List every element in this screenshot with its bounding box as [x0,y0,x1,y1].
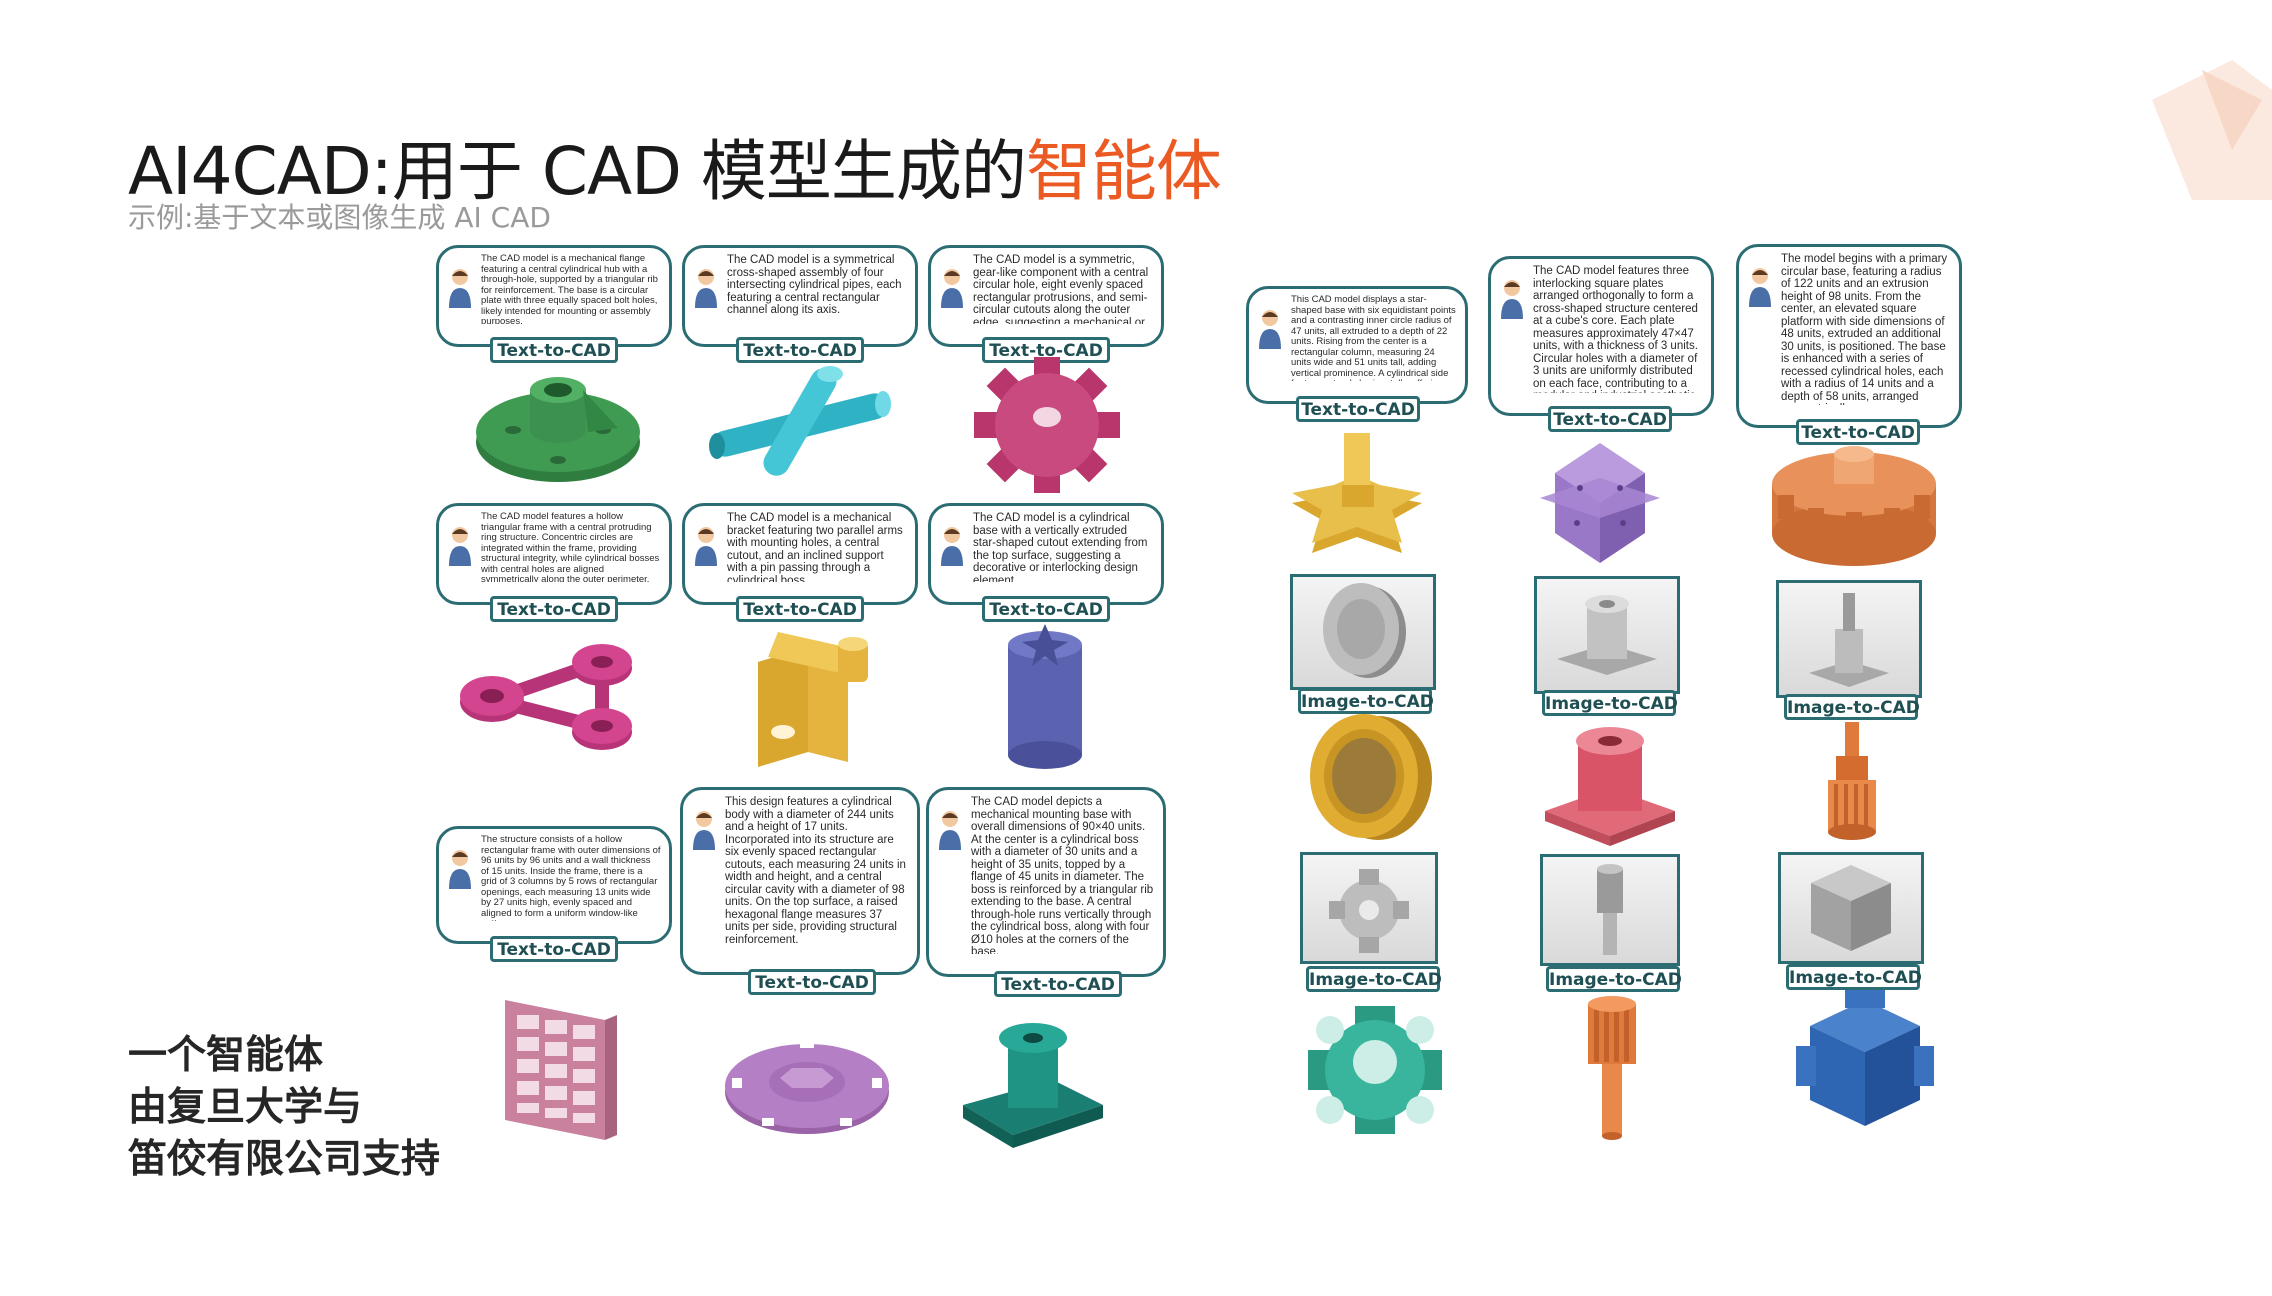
text-to-cad-label: Text-to-CAD [994,971,1122,997]
prompt-text: The CAD model is a mechanical bracket fe… [727,512,903,582]
text-to-cad-label: Text-to-CAD [736,337,864,363]
title-highlight: 智能体 [1025,133,1222,210]
text-prompt-card: This CAD model displays a star-shaped ba… [1246,286,1468,404]
input-image [1290,574,1436,690]
text-to-cad-label: Text-to-CAD [1296,396,1420,422]
prompt-text: The CAD model is a symmetrical cross-sha… [727,254,902,316]
image-to-cad-label: Image-to-CAD [1784,694,1920,720]
text-prompt-card: The CAD model depicts a mechanical mount… [926,787,1166,977]
red-spool-model [1545,727,1675,846]
image-to-cad-label: Image-to-CAD [1306,966,1442,992]
text-to-cad-label: Text-to-CAD [736,596,864,622]
flange-model [476,377,640,482]
text-prompt-card: The CAD model features three interlockin… [1488,256,1714,416]
input-image [1778,852,1924,964]
text-to-cad-label: Text-to-CAD [490,596,618,622]
user-avatar-icon [1259,310,1281,349]
mint-gear-model [1308,1006,1442,1134]
gear-render-icon [1329,869,1409,953]
orange-shaft-model [1588,996,1636,1140]
image-to-cad-label: Image-to-CAD [1298,688,1434,714]
side-note-line-2: 由复旦大学与 [128,1085,363,1130]
text-prompt-card: This design features a cylindrical body … [680,787,920,975]
input-image [1540,854,1680,966]
corner-decoration [2152,60,2272,200]
image-to-cad-label: Image-to-CAD [1786,964,1922,990]
mounting-base-model [963,1023,1103,1148]
user-avatar-icon [693,811,715,850]
user-avatar-icon [1501,280,1523,319]
star-base-column-model [1292,433,1422,553]
user-avatar-icon [449,850,471,889]
user-avatar-icon [449,527,471,566]
image-to-cad-label: Image-to-CAD [1542,690,1678,716]
prompt-text: The model begins with a primary circular… [1781,253,1948,405]
prompt-text: The CAD model depicts a mechanical mount… [971,796,1154,954]
prompt-text: The structure consists of a hollow recta… [481,835,661,921]
shaft-render-icon [1597,864,1623,955]
prompt-text: The CAD model is a mechanical flange fea… [481,254,658,324]
disk-flange-model [725,1042,889,1134]
castellated-disk-model [1772,446,1936,566]
text-prompt-card: The structure consists of a hollow recta… [436,826,672,944]
stepped-shaft-render-icon [1809,593,1889,687]
side-note-line-1: 一个智能体 [128,1033,324,1078]
user-avatar-icon [1749,268,1771,307]
input-image [1534,576,1680,694]
gear-model [974,357,1120,493]
gold-wheel-model [1310,714,1432,840]
text-to-cad-label: Text-to-CAD [982,596,1110,622]
text-to-cad-label: Text-to-CAD [490,936,618,962]
cross-block-render-icon [1811,865,1891,951]
prompt-text: The CAD model is a cylindrical base with… [973,512,1148,582]
text-prompt-card: The CAD model is a mechanical bracket fe… [682,503,918,605]
text-prompt-card: The CAD model features a hollow triangul… [436,503,672,605]
image-to-cad-label: Image-to-CAD [1546,966,1682,992]
input-image [1300,852,1438,964]
slide-subtitle: 示例:基于文本或图像生成 AI CAD [128,201,551,234]
orthogonal-plates-model [1540,443,1660,563]
bracket-model [758,632,868,767]
user-avatar-icon [449,269,471,308]
prompt-text: The CAD model features three interlockin… [1533,265,1699,393]
prompt-text: This design features a cylindrical body … [725,796,906,946]
title-main: AI4CAD:用于 CAD 模型生成的 [128,133,1027,210]
side-note-line-3: 笛佼有限公司支持 [128,1137,441,1182]
user-avatar-icon [941,527,963,566]
user-avatar-icon [939,811,961,850]
prompt-text: The CAD model features a hollow triangul… [481,512,660,582]
cross-pipe-model [709,366,891,476]
user-avatar-icon [695,269,717,308]
prompt-text: The CAD model is a symmetric, gear-like … [973,254,1149,324]
blue-cross-block-model [1796,990,1934,1126]
side-note: 一个智能体 由复旦大学与 笛佼有限公司支持 [128,1030,440,1186]
triangular-frame-model [460,644,632,750]
spool-render-icon [1557,595,1657,675]
text-to-cad-label: Text-to-CAD [1796,419,1920,445]
text-prompt-card: The CAD model is a symmetric, gear-like … [928,245,1164,347]
user-avatar-icon [941,269,963,308]
text-prompt-card: The model begins with a primary circular… [1736,244,1962,428]
text-prompt-card: The CAD model is a mechanical flange fea… [436,245,672,347]
cylinder-star-model [1008,624,1082,769]
text-to-cad-label: Text-to-CAD [490,337,618,363]
wheel-render-icon [1323,583,1406,678]
text-to-cad-label: Text-to-CAD [1548,406,1672,432]
prompt-text: This CAD model displays a star-shaped ba… [1291,295,1456,381]
text-prompt-card: The CAD model is a cylindrical base with… [928,503,1164,605]
text-prompt-card: The CAD model is a symmetrical cross-sha… [682,245,918,347]
input-image [1776,580,1922,698]
grid-frame-model [505,1000,617,1140]
user-avatar-icon [695,527,717,566]
rust-pin-model [1828,722,1876,840]
text-to-cad-label: Text-to-CAD [748,969,876,995]
slide-title: AI4CAD:用于 CAD 模型生成的智能体 [128,132,1222,212]
